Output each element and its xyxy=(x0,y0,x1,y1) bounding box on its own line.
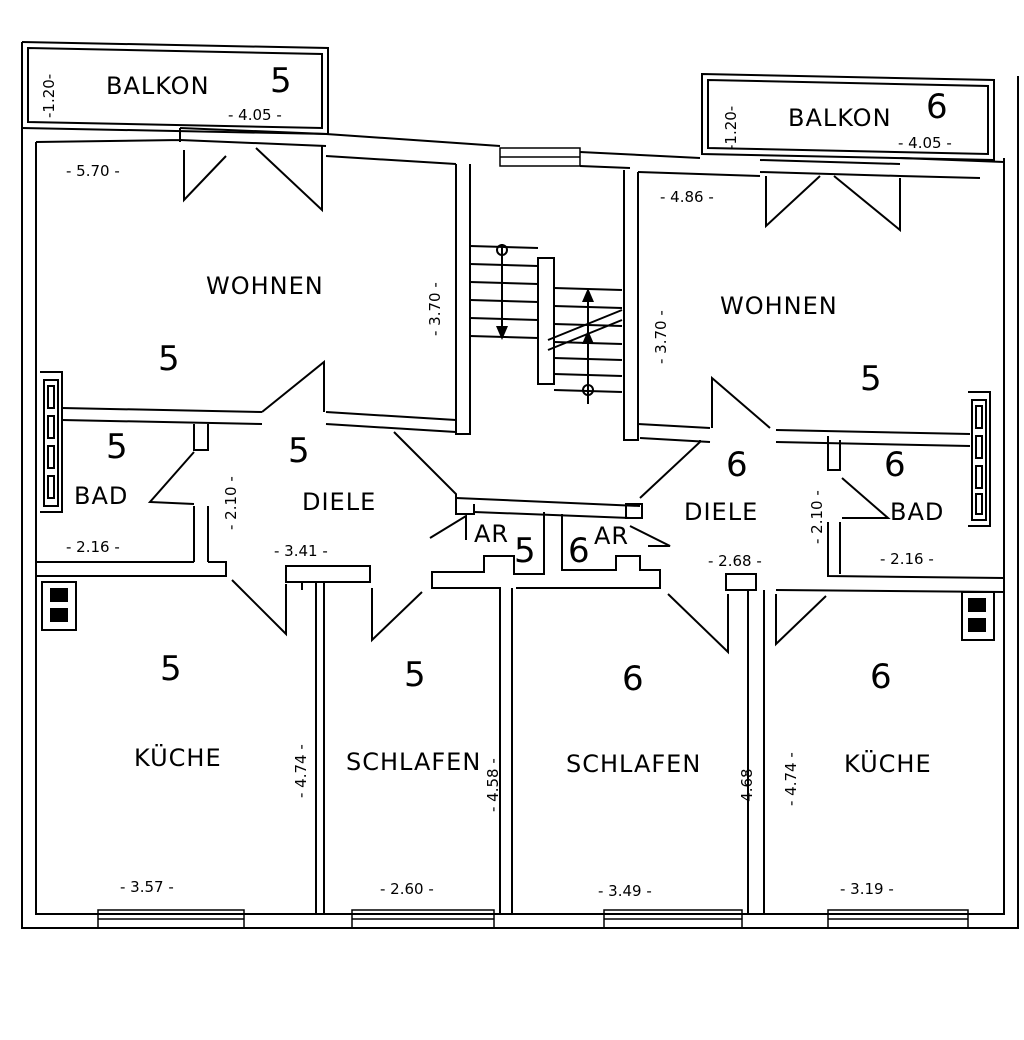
diele-right-label: DIELE xyxy=(684,498,758,526)
schlafen-left-label: SCHLAFEN xyxy=(346,748,481,776)
wohnen-right-width: - 4.86 - xyxy=(660,188,714,206)
windows-bottom xyxy=(97,147,969,929)
wohnen-left-width: - 5.70 - xyxy=(66,162,120,180)
bad-left-num: 5 xyxy=(106,427,128,467)
balkon-left-label: BALKON xyxy=(106,72,210,100)
balcony-right xyxy=(701,72,995,177)
balkon-left-num: 5 xyxy=(270,61,292,101)
schlafen-right-num: 6 xyxy=(622,659,644,699)
schlafen-left-num: 5 xyxy=(404,655,426,695)
kueche-left-width: - 3.57 - xyxy=(120,878,174,896)
balkon-left-depth: -1.20- xyxy=(40,74,58,118)
balkon-right-depth: -1.20- xyxy=(722,106,740,150)
diele-right-depth: - 2.10 - xyxy=(808,490,826,544)
schlafen-right-width: - 3.49 - xyxy=(598,882,652,900)
bad-right-width: - 2.16 - xyxy=(880,550,934,568)
door-swings xyxy=(147,146,901,655)
balkon-right-num: 6 xyxy=(926,87,948,127)
wohnen-left-label: WOHNEN xyxy=(206,272,324,300)
interior-walls xyxy=(35,128,1005,914)
bad-left-label: BAD xyxy=(74,482,128,510)
schlafen-right-label: SCHLAFEN xyxy=(566,750,701,778)
wohnen-right-num: 5 xyxy=(860,359,882,399)
schlafen-right-depth: - 4.68 - xyxy=(738,758,756,812)
wohnen-right-label: WOHNEN xyxy=(720,292,838,320)
diele-right-width: - 2.68 - xyxy=(708,552,762,570)
ar-right-num: 6 xyxy=(568,531,590,571)
kueche-right-num: 6 xyxy=(870,657,892,697)
ar-right-label: AR xyxy=(594,522,629,550)
staircase xyxy=(469,244,623,404)
left-unit-labels: BALKON 5 - 4.05 - -1.20- WOHNEN 5 - 5.70… xyxy=(40,61,536,898)
kueche-right-label: KÜCHE xyxy=(844,749,932,778)
balkon-left-width: - 4.05 - xyxy=(228,106,282,124)
wohnen-left-num: 5 xyxy=(158,339,180,379)
ar-left-num: 5 xyxy=(514,531,536,571)
right-unit-labels: BALKON 6 - 4.05 - -1.20- WOHNEN 5 - 4.86… xyxy=(566,87,952,900)
diele-right-num: 6 xyxy=(726,445,748,485)
kueche-right-width: - 3.19 - xyxy=(840,880,894,898)
diele-left-num: 5 xyxy=(288,431,310,471)
diele-left-label: DIELE xyxy=(302,488,376,516)
ar-left-label: AR xyxy=(474,520,509,548)
balcony-left xyxy=(21,41,329,147)
schlafen-left-depth: - 4.58 - xyxy=(484,758,502,812)
wohnen-left-depth: - 3.70 - xyxy=(426,282,444,336)
wohnen-right-depth: - 3.70 - xyxy=(652,310,670,364)
kueche-right-depth: - 4.74 - xyxy=(782,752,800,806)
kueche-left-depth: - 4.74 - xyxy=(292,744,310,798)
balkon-right-label: BALKON xyxy=(788,104,892,132)
bad-right-num: 6 xyxy=(884,445,906,485)
outer-walls xyxy=(21,42,1019,929)
diele-left-width: - 3.41 - xyxy=(274,542,328,560)
fixtures xyxy=(41,379,995,641)
bad-right-label: BAD xyxy=(890,498,944,526)
kueche-left-label: KÜCHE xyxy=(134,743,222,772)
schlafen-left-width: - 2.60 - xyxy=(380,880,434,898)
kueche-left-num: 5 xyxy=(160,649,182,689)
diele-left-depth: - 2.10 - xyxy=(222,476,240,530)
bad-left-width: - 2.16 - xyxy=(66,538,120,556)
balkon-right-width: - 4.05 - xyxy=(898,134,952,152)
